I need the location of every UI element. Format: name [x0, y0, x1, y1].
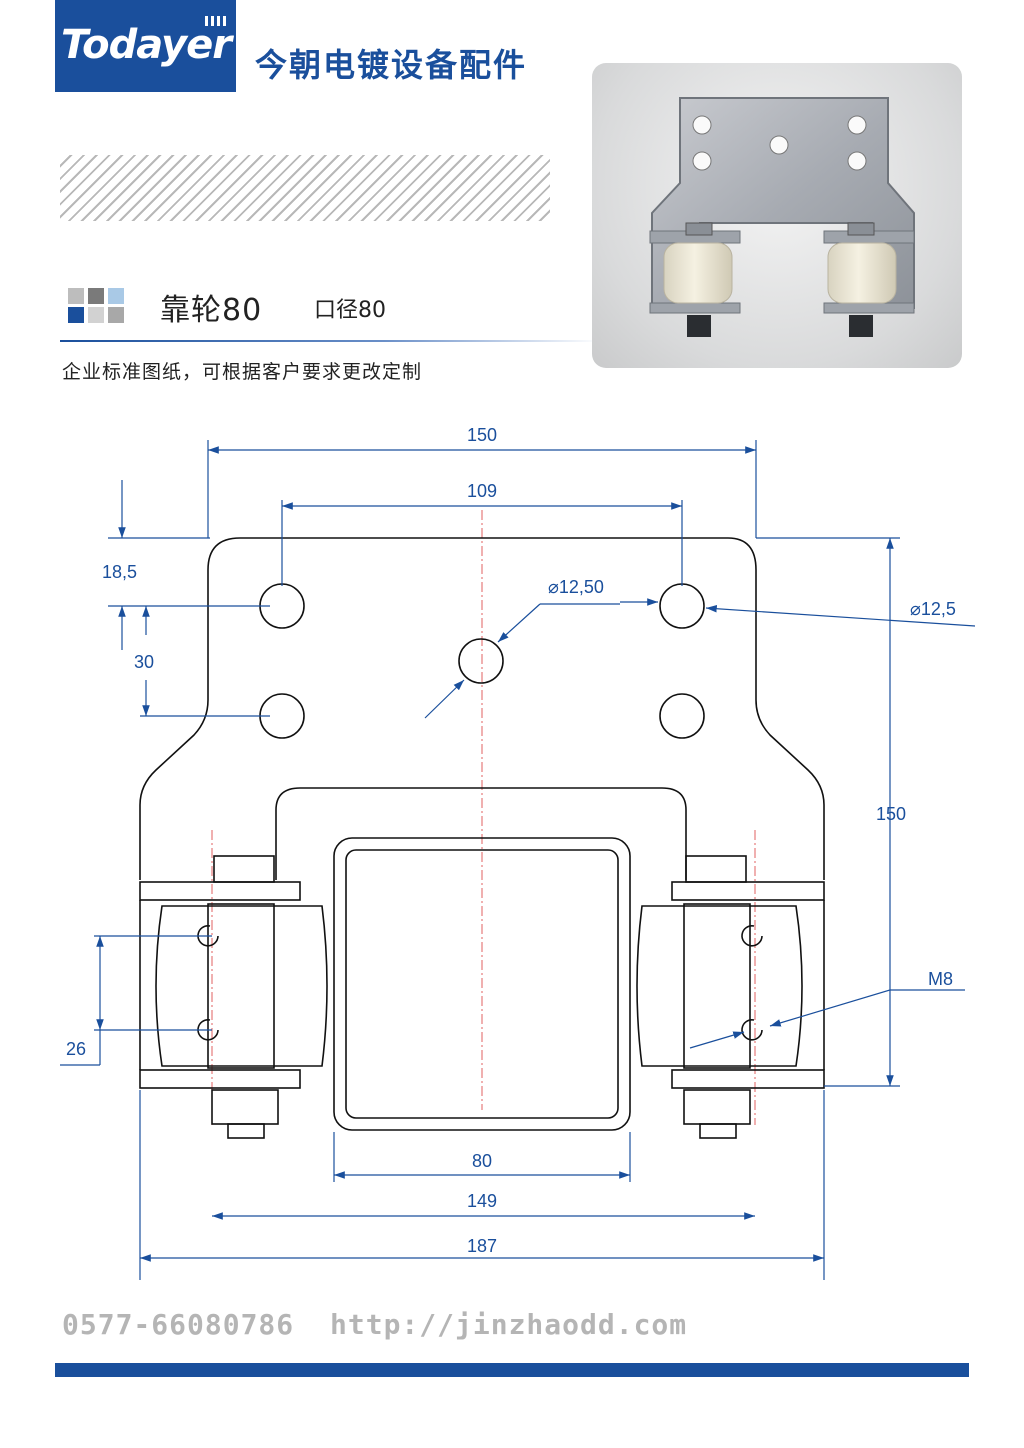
- checkered-flag-icon: [205, 16, 227, 26]
- centerlines: [211, 510, 756, 1125]
- title-underline: [60, 340, 600, 342]
- product-title: 靠轮80: [160, 293, 263, 328]
- drawing-note: 企业标准图纸，可根据客户要求更改定制: [62, 361, 423, 383]
- footer-url[interactable]: http://jinzhaodd.com: [330, 1308, 688, 1341]
- product-photo: [592, 63, 962, 368]
- dim-opening: 80: [472, 1151, 492, 1171]
- brand-name: 今朝电镀设备配件: [255, 46, 528, 84]
- part-outline: [139, 537, 825, 1139]
- footer-phone: 0577-66080786: [62, 1308, 295, 1341]
- technical-drawing: 150 109 18,5 30 ⌀12,50 ⌀12,5 150 M8 26 8…: [60, 425, 976, 1280]
- dim-wheel-centers: 149: [467, 1191, 497, 1211]
- dim-bolt: M8: [928, 969, 953, 989]
- hatch-band: [60, 155, 550, 221]
- dim-hole-spacing: 109: [467, 481, 497, 501]
- logo-text: Todayer: [61, 22, 232, 68]
- dim-hole-pitch: 30: [134, 652, 154, 672]
- bottom-bar: [55, 1363, 969, 1377]
- dim-top-width: 150: [467, 425, 497, 445]
- dimension-lines: [60, 440, 976, 1280]
- dim-top-offset: 18,5: [102, 562, 137, 582]
- dim-roller-pitch: 26: [66, 1039, 86, 1059]
- logo: Todayer: [55, 0, 236, 92]
- dim-side-hole: ⌀12,5: [910, 599, 956, 619]
- product-subtitle: 口径80: [314, 298, 386, 323]
- dim-center-hole: ⌀12,50: [548, 577, 604, 597]
- dim-height: 150: [876, 804, 906, 824]
- dim-overall-width: 187: [467, 1236, 497, 1256]
